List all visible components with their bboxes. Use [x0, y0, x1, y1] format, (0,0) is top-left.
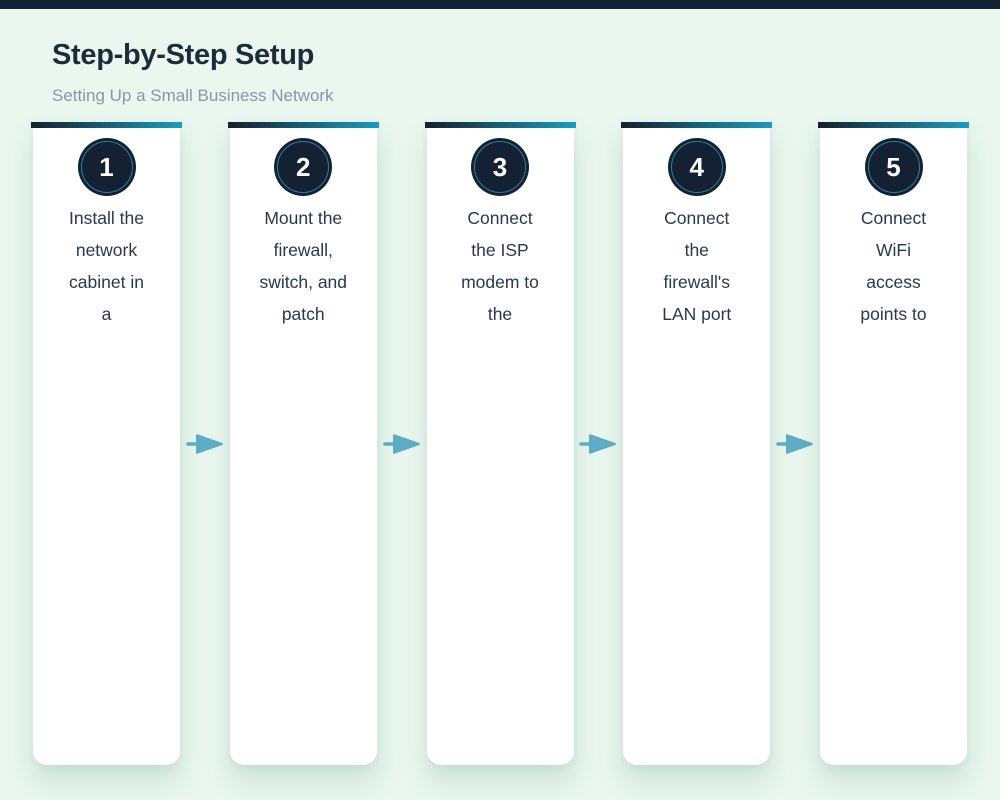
card-accent-bar: [621, 122, 773, 128]
step-description-line: the: [684, 240, 709, 260]
step-description: Connect the ISP modem to the: [461, 202, 539, 330]
step-description-line: Connect: [664, 208, 730, 228]
card-accent-bar: [31, 122, 182, 128]
step-description-line: switch, and: [259, 272, 348, 292]
step-description-line: access: [866, 272, 921, 292]
step-description-line: firewall's: [663, 272, 731, 292]
step-description-line: points to: [860, 304, 927, 324]
step-description-line: WiFi: [876, 240, 911, 260]
right-arrow-icon: [579, 433, 617, 454]
step-description-line: modem to: [461, 272, 539, 292]
step-description-line: firewall,: [273, 240, 333, 260]
step-number-badge: 2: [274, 138, 333, 196]
step-description-line: the: [487, 304, 513, 324]
step-number: 3: [492, 151, 508, 182]
step-description-line: Connect: [860, 208, 927, 228]
right-arrow-icon: [776, 433, 814, 454]
step-description-line: LAN port: [662, 304, 732, 324]
step-description-line: network: [75, 240, 138, 260]
step-connector: [574, 432, 624, 456]
page-title: Step-by-Step Setup: [52, 39, 315, 71]
header: Step-by-Step Setup Setting Up a Small Bu…: [52, 39, 1000, 106]
step-number-badge: 4: [667, 138, 726, 196]
right-arrow-icon: [186, 433, 223, 454]
card-accent-bar: [818, 122, 969, 128]
step-connector: [377, 432, 427, 456]
step-connector: [770, 432, 820, 456]
step-description: Install the network cabinet in a: [69, 202, 144, 330]
step-number-badge: 3: [471, 138, 529, 196]
step-number-badge: 1: [77, 138, 136, 196]
card-accent-bar: [424, 122, 576, 128]
page-subtitle: Setting Up a Small Business Network: [52, 86, 334, 105]
card-accent-bar: [227, 122, 379, 128]
step-number: 2: [296, 151, 311, 182]
step-description: Mount the firewall, switch, and patch: [259, 202, 347, 330]
right-arrow-icon: [382, 433, 420, 454]
step-description-line: cabinet in: [69, 272, 144, 292]
step-description-line: Connect: [467, 208, 533, 228]
step-description-line: the ISP: [471, 240, 529, 260]
step-description-line: Mount the: [264, 208, 343, 228]
step-number: 1: [99, 151, 114, 182]
top-accent-strip: [0, 0, 1000, 9]
step-number-badge: 5: [864, 138, 923, 196]
step-number: 5: [886, 151, 901, 182]
step-description-line: patch: [281, 304, 325, 324]
step-description-line: a: [101, 304, 112, 324]
step-number: 4: [689, 151, 704, 182]
step-description-line: Install the: [69, 208, 144, 228]
step-connector: [180, 432, 230, 456]
